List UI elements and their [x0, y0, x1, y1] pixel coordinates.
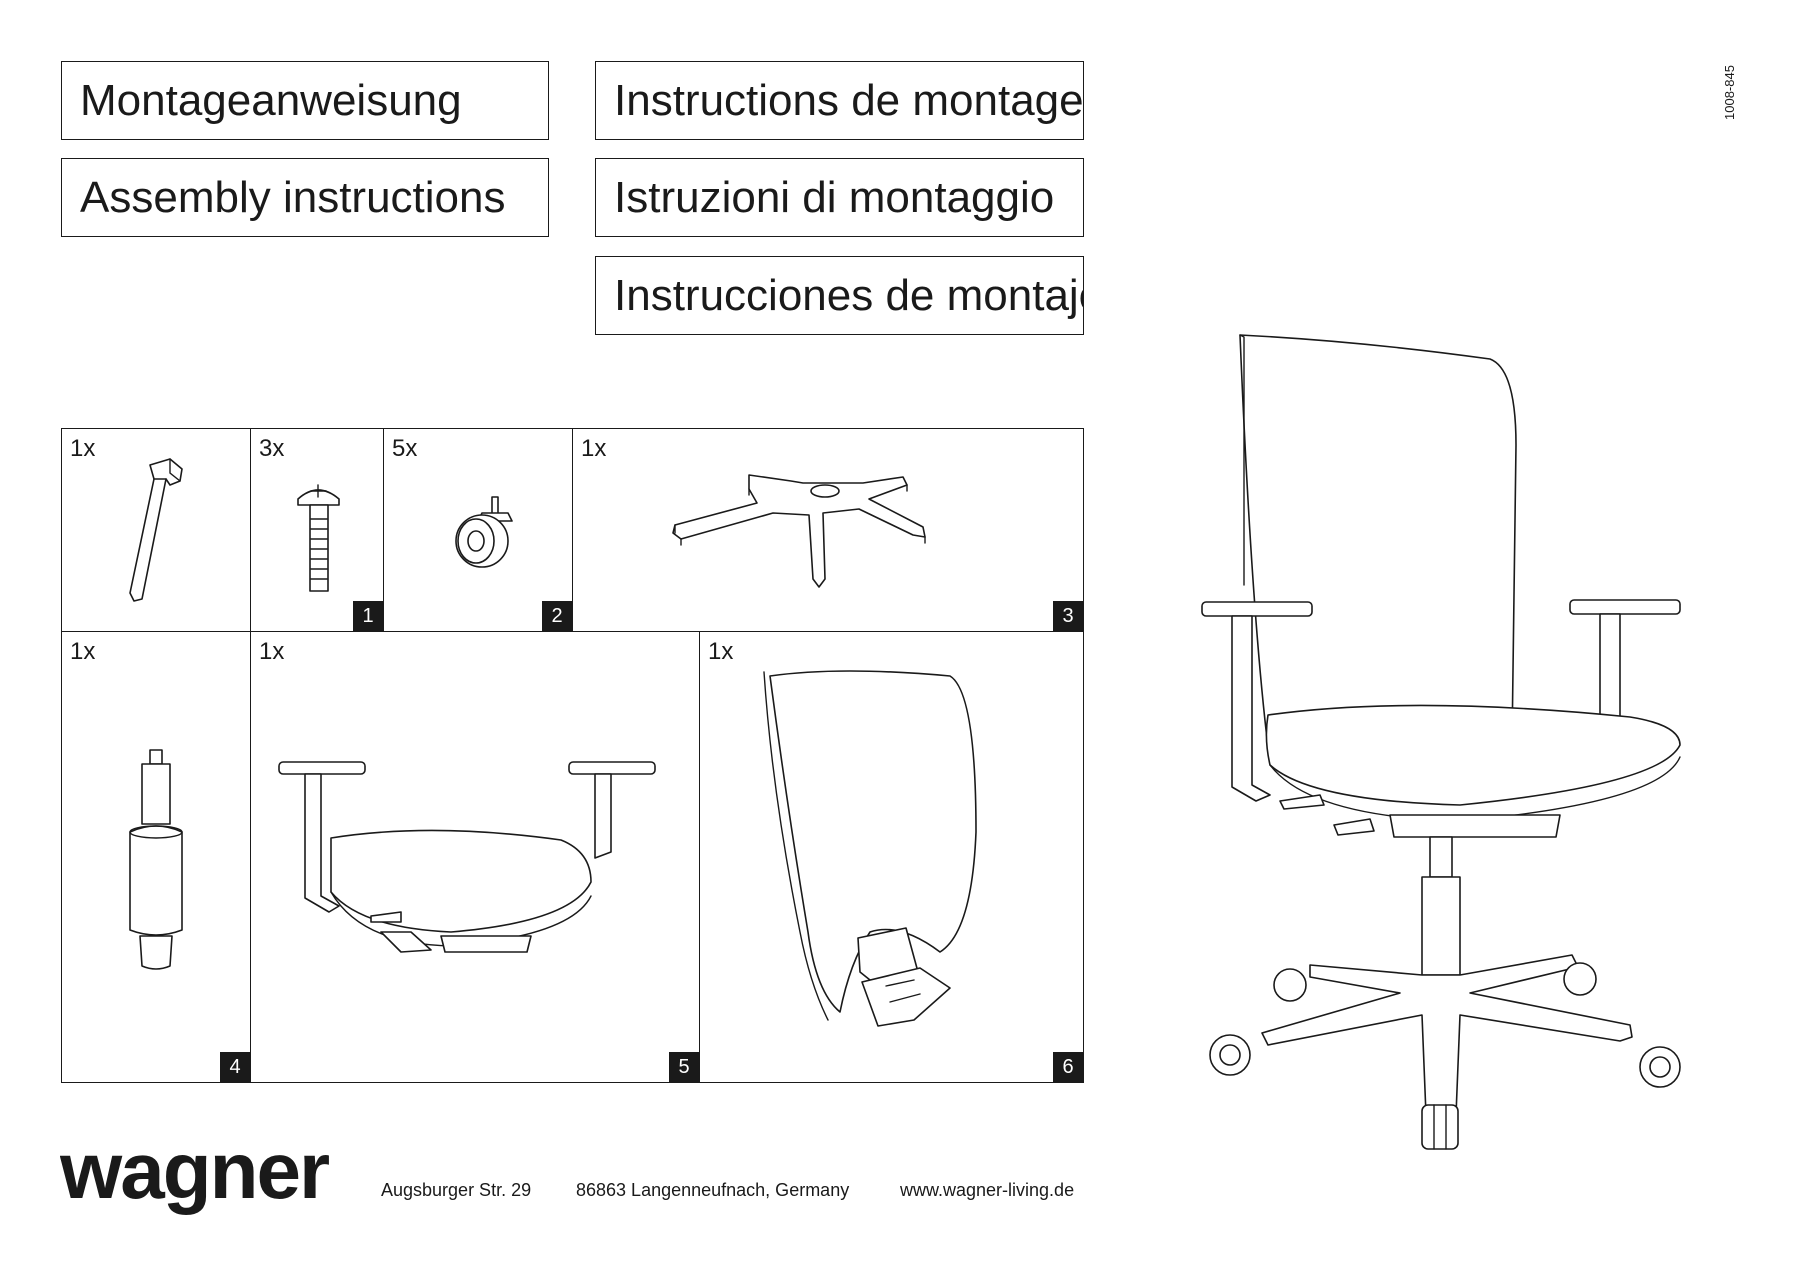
part-quantity: 1x	[70, 435, 96, 462]
svg-text:wagner: wagner	[60, 1140, 329, 1215]
address-city: 86863 Langenneufnach, Germany	[576, 1180, 850, 1200]
wagner-logo: wagner	[60, 1140, 331, 1215]
part-cell-chair-base: 1x 3	[572, 428, 1084, 632]
step-number-badge: 2	[542, 601, 572, 631]
part-cell-allen-key: 1x	[61, 428, 251, 632]
title-italian: Istruzioni di montaggio	[595, 158, 1084, 237]
castor-icon	[384, 429, 574, 633]
part-cell-seat: 1x 5	[250, 631, 700, 1083]
title-french: Instructions de montage	[595, 61, 1084, 140]
title-german: Montageanweisung	[61, 61, 549, 140]
document-number: 1008-845	[1722, 65, 1737, 120]
part-quantity: 1x	[259, 638, 285, 665]
part-cell-gas-lift: 1x 4	[61, 631, 251, 1083]
part-cell-screw: 3x 1	[250, 428, 384, 632]
screw-icon	[251, 429, 385, 633]
part-quantity: 3x	[259, 435, 285, 462]
step-number-badge: 1	[353, 601, 383, 631]
title-spanish: Instrucciones de montaje	[595, 256, 1084, 335]
assembled-chair-illustration	[1160, 325, 1720, 1165]
backrest-icon	[700, 632, 1085, 1084]
part-quantity: 1x	[581, 435, 607, 462]
part-quantity: 1x	[708, 638, 734, 665]
address-street: Augsburger Str. 29	[381, 1180, 532, 1200]
seat-with-armrests-icon	[251, 632, 701, 1084]
title-english: Assembly instructions	[61, 158, 549, 237]
step-number-badge: 3	[1053, 601, 1083, 631]
gas-lift-icon	[62, 632, 252, 1084]
part-quantity: 1x	[70, 638, 96, 665]
step-number-badge: 6	[1053, 1052, 1083, 1082]
step-number-badge: 4	[220, 1052, 250, 1082]
step-number-badge: 5	[669, 1052, 699, 1082]
allen-key-icon	[62, 429, 252, 633]
chair-base-icon	[573, 429, 1085, 633]
part-cell-backrest: 1x 6	[699, 631, 1084, 1083]
part-cell-castor: 5x 2	[383, 428, 573, 632]
website-link[interactable]: www.wagner-living.de	[900, 1180, 1075, 1200]
part-quantity: 5x	[392, 435, 418, 462]
